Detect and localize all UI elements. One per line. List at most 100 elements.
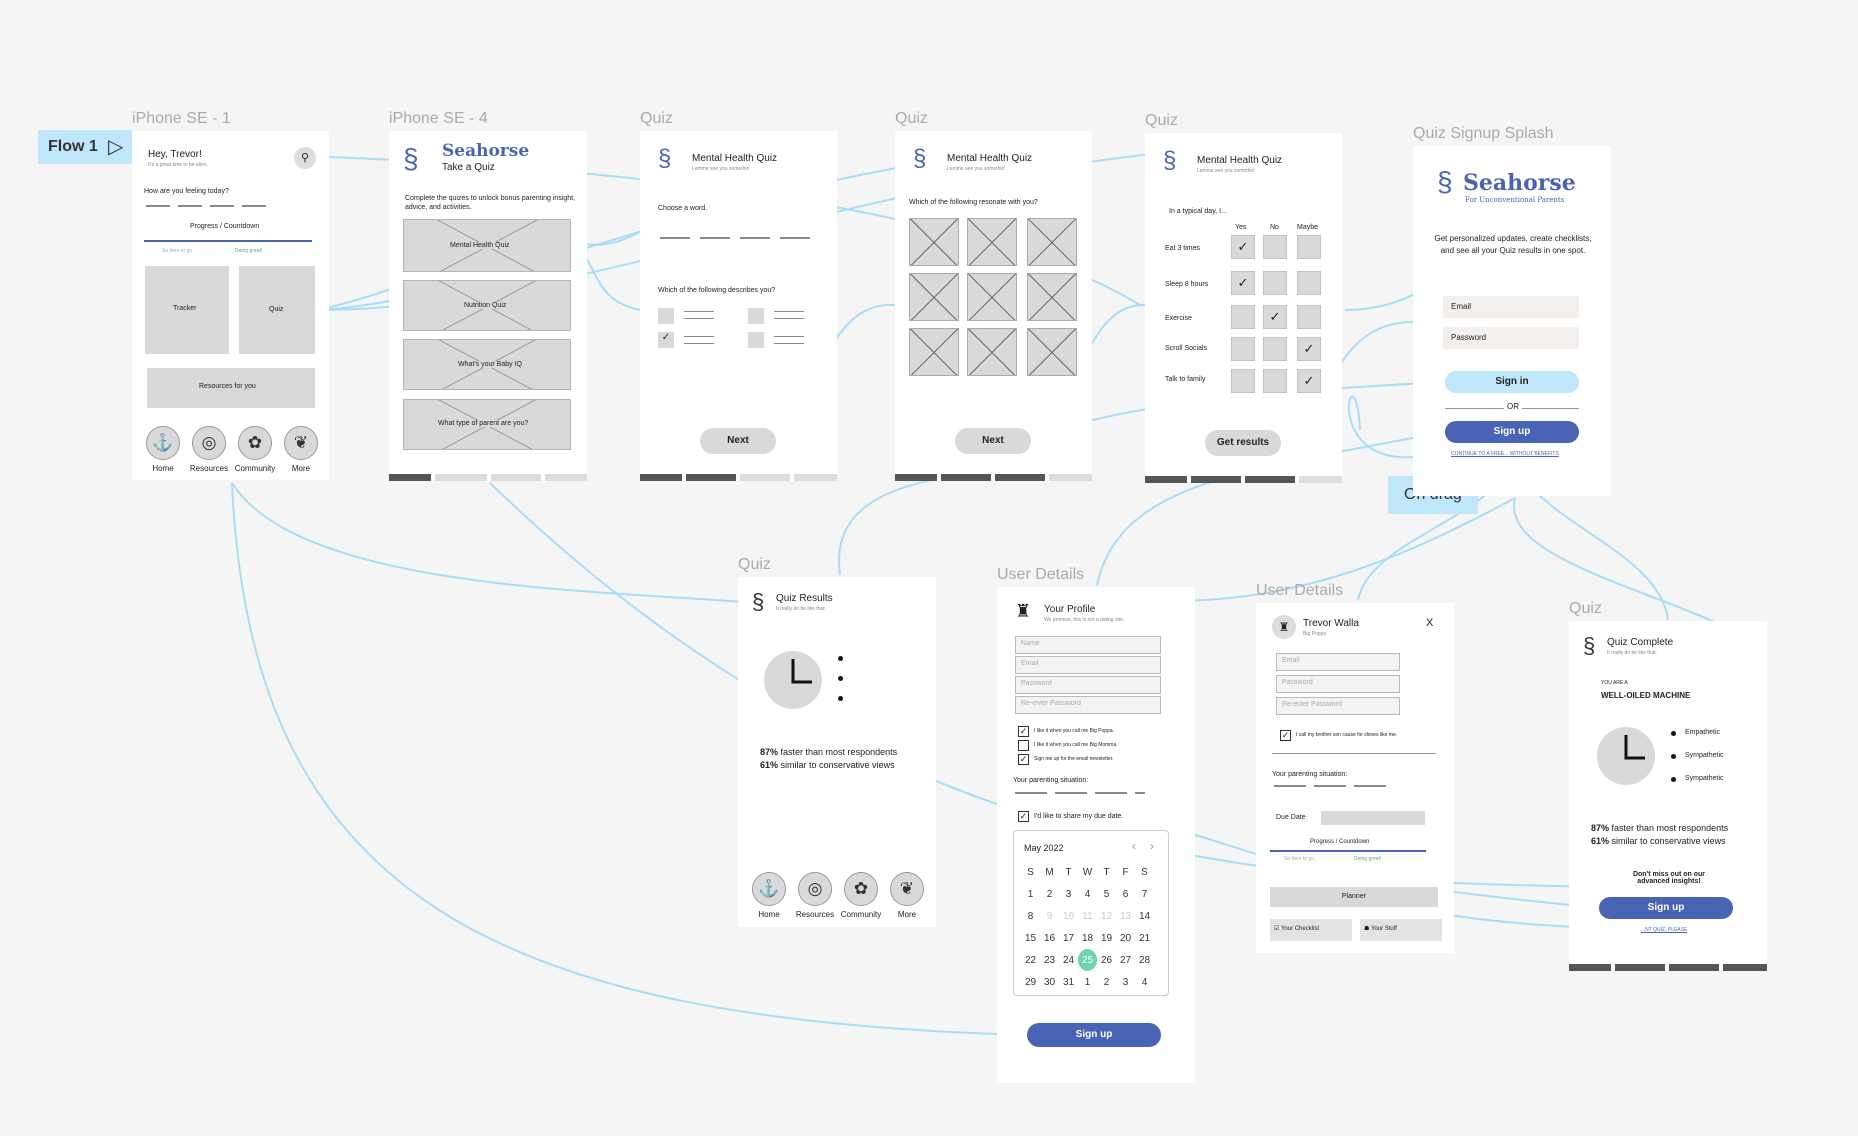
- home-icon[interactable]: ⚓: [752, 872, 786, 906]
- image-option[interactable]: [967, 218, 1017, 266]
- calendar-day[interactable]: 22: [1024, 954, 1037, 966]
- quiz-item[interactable]: What's your Baby IQ: [403, 339, 571, 390]
- reenter-password-field[interactable]: Re-enter Password: [1276, 697, 1400, 715]
- calendar-day[interactable]: 29: [1024, 976, 1037, 988]
- calendar-day[interactable]: 27: [1119, 954, 1132, 966]
- calendar-day[interactable]: 3: [1065, 888, 1072, 900]
- close-icon[interactable]: X: [1426, 617, 1434, 629]
- more-icon[interactable]: ❦: [284, 426, 318, 460]
- answer-cell[interactable]: ✓: [1263, 305, 1287, 329]
- image-option[interactable]: [909, 273, 959, 321]
- answer-cell[interactable]: [1263, 271, 1287, 295]
- password-field[interactable]: Password: [1015, 676, 1161, 694]
- calendar-day[interactable]: 12: [1100, 910, 1113, 922]
- tracker-card[interactable]: Tracker: [145, 266, 229, 354]
- calendar-day[interactable]: 11: [1082, 910, 1093, 922]
- next-button[interactable]: Next: [700, 428, 776, 454]
- reenter-password-field[interactable]: Re-enter Password: [1015, 696, 1161, 714]
- chevron-left-icon[interactable]: ‹: [1132, 839, 1136, 853]
- calendar-day[interactable]: 19: [1100, 932, 1113, 944]
- answer-cell[interactable]: [1297, 305, 1321, 329]
- calendar-day-selected[interactable]: 25: [1078, 949, 1097, 971]
- home-icon[interactable]: ⚓: [146, 426, 180, 460]
- image-option[interactable]: [967, 273, 1017, 321]
- avatar[interactable]: ⚲: [294, 147, 316, 169]
- calendar-day[interactable]: 5: [1103, 888, 1110, 900]
- answer-cell[interactable]: [1297, 235, 1321, 259]
- checkbox[interactable]: ✓: [1018, 726, 1029, 737]
- calendar-day[interactable]: 3: [1122, 976, 1129, 988]
- mood-select[interactable]: [178, 202, 202, 207]
- option-checkbox[interactable]: [748, 332, 764, 348]
- image-option[interactable]: [967, 328, 1017, 376]
- calendar-day[interactable]: 31: [1062, 976, 1075, 988]
- situation-select[interactable]: [1135, 789, 1145, 794]
- sign-up-button[interactable]: Sign up: [1027, 1023, 1161, 1047]
- word-select[interactable]: [700, 234, 730, 239]
- calendar-day[interactable]: 16: [1043, 932, 1056, 944]
- resources-icon[interactable]: ◎: [192, 426, 226, 460]
- calendar-day[interactable]: 18: [1081, 932, 1094, 944]
- continue-link[interactable]: CONTINUE TO A FREE... WITHOUT BENEFITS: [1451, 451, 1559, 457]
- answer-cell[interactable]: [1263, 337, 1287, 361]
- image-option[interactable]: [1027, 218, 1077, 266]
- more-icon[interactable]: ❦: [890, 872, 924, 906]
- chevron-right-icon[interactable]: ›: [1150, 839, 1154, 853]
- play-icon[interactable]: ▷: [108, 136, 124, 158]
- answer-cell[interactable]: [1297, 271, 1321, 295]
- answer-cell[interactable]: [1263, 369, 1287, 393]
- sign-up-button[interactable]: Sign up: [1445, 421, 1579, 443]
- calendar-day[interactable]: 21: [1138, 932, 1151, 944]
- checkbox[interactable]: [1018, 740, 1029, 751]
- calendar-day[interactable]: 1: [1084, 976, 1091, 988]
- calendar-day[interactable]: 1: [1027, 888, 1034, 900]
- answer-cell[interactable]: ✓: [1297, 369, 1321, 393]
- quiz-item[interactable]: Nutrition Quiz: [403, 280, 571, 331]
- image-option[interactable]: [1027, 328, 1077, 376]
- answer-cell[interactable]: [1263, 235, 1287, 259]
- quiz-card[interactable]: Quiz: [239, 266, 315, 354]
- name-field[interactable]: Name: [1015, 636, 1161, 654]
- calendar-day[interactable]: 28: [1138, 954, 1151, 966]
- answer-cell[interactable]: [1231, 369, 1255, 393]
- email-field[interactable]: Email: [1443, 296, 1579, 318]
- answer-cell[interactable]: [1231, 305, 1255, 329]
- resources-icon[interactable]: ◎: [798, 872, 832, 906]
- mood-select[interactable]: [242, 202, 266, 207]
- word-select[interactable]: [740, 234, 770, 239]
- calendar-day[interactable]: 4: [1084, 888, 1091, 900]
- get-results-button[interactable]: Get results: [1205, 430, 1281, 456]
- email-field[interactable]: Email: [1015, 656, 1161, 674]
- image-option[interactable]: [1027, 273, 1077, 321]
- skip-link[interactable]: ...NT QUIZ, PLEASE: [1641, 927, 1688, 933]
- image-option[interactable]: [909, 218, 959, 266]
- calendar-day[interactable]: 15: [1024, 932, 1037, 944]
- situation-select[interactable]: [1095, 789, 1127, 794]
- answer-cell[interactable]: ✓: [1297, 337, 1321, 361]
- calendar-day[interactable]: 7: [1141, 888, 1148, 900]
- community-icon[interactable]: ✿: [238, 426, 272, 460]
- quiz-item[interactable]: What type of parent are you?: [403, 399, 571, 450]
- sign-in-button[interactable]: Sign in: [1445, 371, 1579, 393]
- word-select[interactable]: [660, 234, 690, 239]
- stuff-button[interactable]: ☗ Your Stuff: [1360, 919, 1442, 941]
- due-date-checkbox[interactable]: ✓: [1018, 811, 1029, 822]
- situation-select[interactable]: [1274, 782, 1306, 787]
- calendar-day[interactable]: 30: [1043, 976, 1056, 988]
- community-icon[interactable]: ✿: [844, 872, 878, 906]
- flow-tag[interactable]: Flow 1 ▷: [38, 130, 132, 164]
- option-checkbox[interactable]: [658, 308, 674, 324]
- situation-select[interactable]: [1314, 782, 1346, 787]
- calendar-day[interactable]: 2: [1103, 976, 1110, 988]
- answer-cell[interactable]: ✓: [1231, 271, 1255, 295]
- password-field[interactable]: Password: [1276, 675, 1400, 693]
- resources-card[interactable]: Resources for you: [147, 368, 315, 408]
- calendar-day[interactable]: 4: [1141, 976, 1148, 988]
- next-button[interactable]: Next: [955, 428, 1031, 454]
- option-checkbox[interactable]: ✓: [658, 332, 674, 348]
- calendar-day[interactable]: 23: [1043, 954, 1056, 966]
- email-field[interactable]: Email: [1276, 653, 1400, 671]
- calendar-day[interactable]: 14: [1138, 910, 1151, 922]
- planner-button[interactable]: Planner: [1270, 887, 1438, 907]
